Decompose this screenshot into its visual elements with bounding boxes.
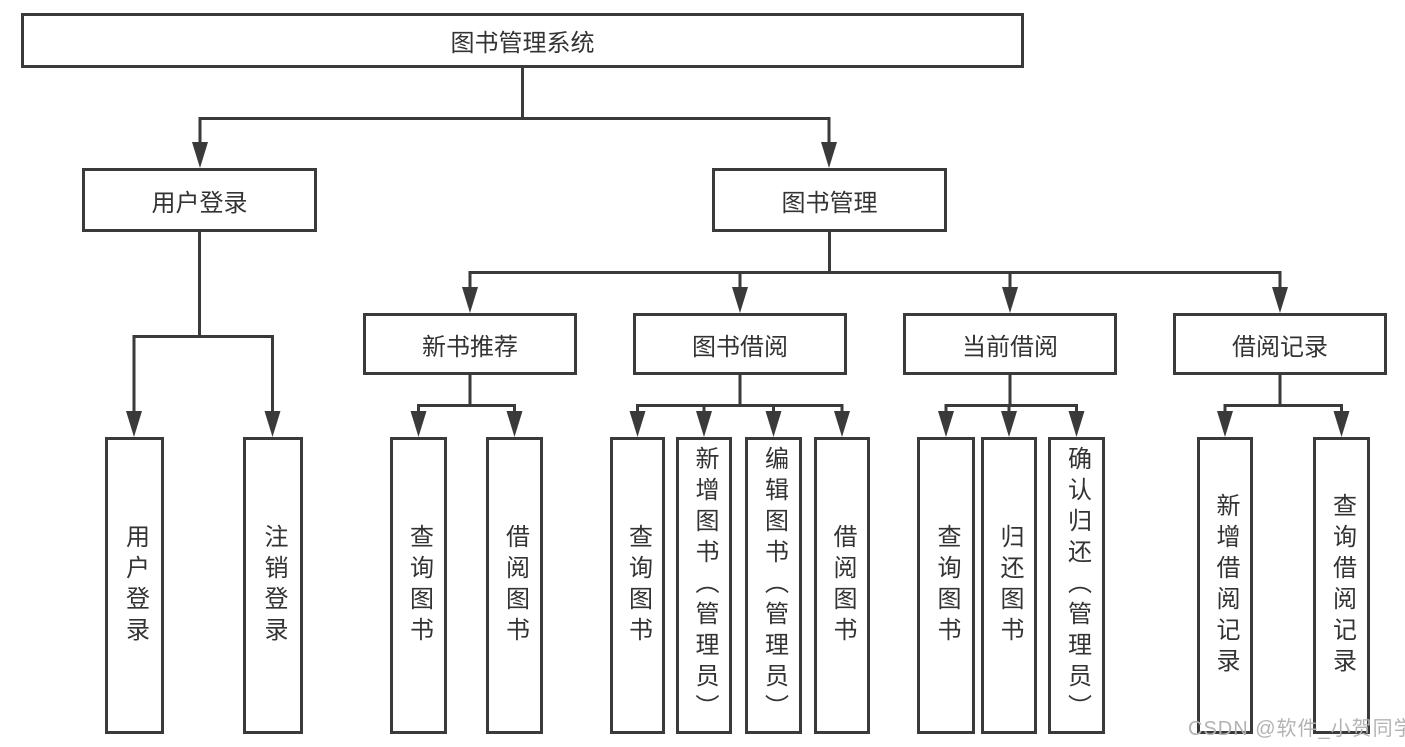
- leaf-label: 编辑图书（管理员）: [760, 446, 788, 725]
- leaf-borrow-books-recommend: 借阅图书: [486, 437, 543, 734]
- leaf-label: 查询图书: [933, 523, 960, 648]
- node-label: 用户登录: [151, 189, 248, 217]
- node-label: 新书推荐: [422, 333, 518, 361]
- leaf-label: 借阅图书: [829, 523, 856, 648]
- leaf-label: 确认归还（管理员）: [1063, 446, 1091, 725]
- leaf-label: 用户登录: [121, 523, 149, 648]
- leaf-query-books-borrowing: 查询图书: [610, 437, 665, 734]
- node-book-borrowing: 图书借阅: [633, 313, 847, 375]
- leaf-confirm-return-admin: 确认归还（管理员）: [1048, 437, 1105, 734]
- node-borrowing-records: 借阅记录: [1173, 313, 1387, 375]
- node-library-management-system: 图书管理系统: [21, 13, 1024, 68]
- node-book-management: 图书管理: [712, 168, 947, 232]
- leaf-edit-book-admin: 编辑图书（管理员）: [745, 437, 802, 734]
- leaf-label: 借阅图书: [501, 523, 529, 648]
- leaf-query-borrow-record: 查询借阅记录: [1313, 437, 1370, 734]
- leaf-return-book: 归还图书: [981, 437, 1037, 734]
- leaf-logout: 注销登录: [243, 437, 303, 734]
- leaf-user-login: 用户登录: [105, 437, 164, 734]
- leaf-add-borrow-record: 新增借阅记录: [1197, 437, 1253, 734]
- leaf-query-books-recommend: 查询图书: [390, 437, 447, 734]
- leaf-label: 归还图书: [996, 523, 1023, 648]
- leaf-add-book-admin: 新增图书（管理员）: [676, 437, 732, 734]
- node-label: 图书管理: [781, 189, 878, 217]
- node-label: 借阅记录: [1232, 333, 1328, 361]
- leaf-label: 新增借阅记录: [1212, 492, 1239, 679]
- node-user-login: 用户登录: [82, 168, 317, 232]
- leaf-label: 查询借阅记录: [1328, 492, 1356, 679]
- leaf-query-books-current: 查询图书: [917, 437, 975, 734]
- leaf-borrow-books-borrowing: 借阅图书: [814, 437, 870, 734]
- leaf-label: 新增图书（管理员）: [691, 446, 718, 725]
- leaf-label: 查询图书: [624, 523, 652, 648]
- leaf-label: 注销登录: [260, 523, 287, 648]
- node-label: 当前借阅: [962, 333, 1058, 361]
- node-current-borrowing: 当前借阅: [903, 313, 1117, 375]
- node-label: 图书管理系统: [450, 30, 595, 57]
- node-new-book-recommendation: 新书推荐: [363, 313, 577, 375]
- leaf-label: 查询图书: [405, 523, 433, 648]
- node-label: 图书借阅: [692, 333, 788, 361]
- watermark-csdn: CSDN @软件_小贺同学: [1188, 718, 1405, 740]
